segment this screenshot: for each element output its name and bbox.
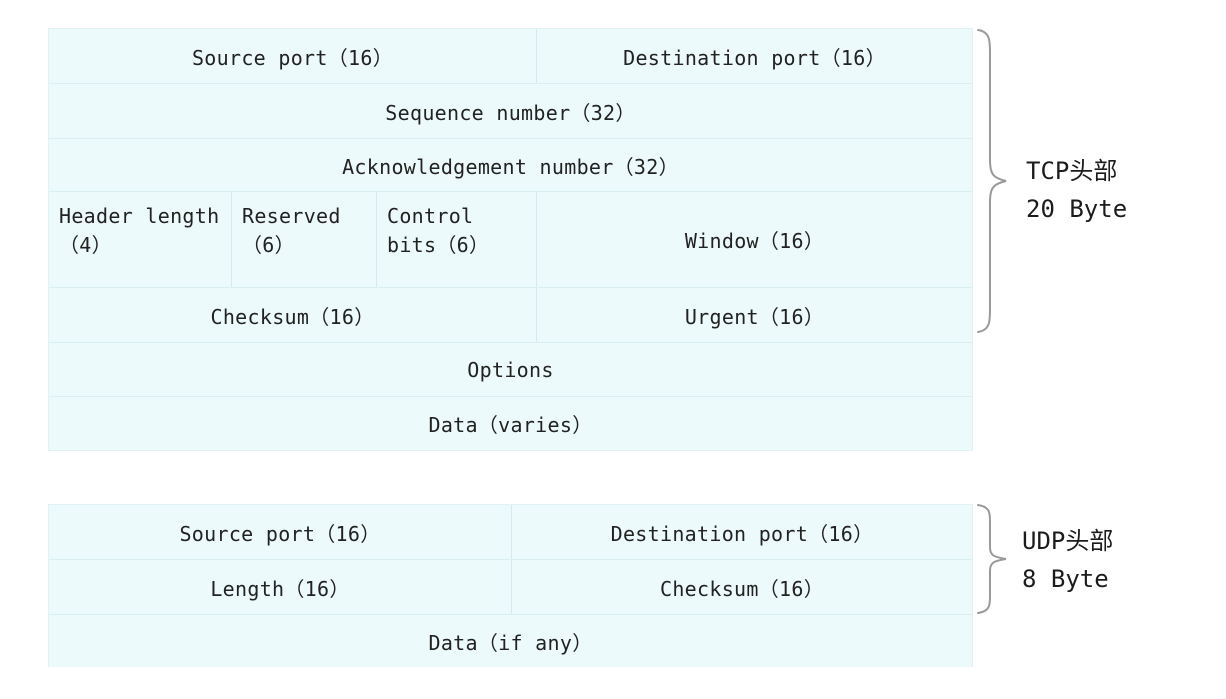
udp-length-checksum-row: Length（16） Checksum（16） <box>49 560 972 615</box>
udp-header-table: Source port（16） Destination port（16） Len… <box>48 504 973 667</box>
udp-label-line-2: 8 Byte <box>1022 565 1109 593</box>
udp-checksum-cell: Checksum（16） <box>512 560 972 614</box>
tcp-ports-row: Source port（16） Destination port（16） <box>49 29 972 84</box>
tcp-source-port-cell: Source port（16） <box>49 29 537 83</box>
tcp-header-label: TCP头部 20 Byte <box>1026 152 1127 228</box>
tcp-control-bits-cell: Control bits（6） <box>377 192 537 287</box>
tcp-options-cell: Options <box>49 343 972 396</box>
tcp-label-line-1: TCP头部 <box>1026 157 1118 185</box>
tcp-header-brace-icon <box>975 28 1009 334</box>
udp-source-port-cell: Source port（16） <box>49 505 512 559</box>
tcp-header-length-cell: Header length（4） <box>49 192 232 287</box>
tcp-data-row: Data（varies） <box>49 397 972 450</box>
tcp-reserved-cell: Reserved（6） <box>232 192 377 287</box>
tcp-label-line-2: 20 Byte <box>1026 195 1128 223</box>
udp-header-label: UDP头部 8 Byte <box>1022 522 1113 598</box>
udp-ports-row: Source port（16） Destination port（16） <box>49 505 972 560</box>
udp-length-cell: Length（16） <box>49 560 512 614</box>
tcp-flags-window-row: Header length（4） Reserved（6） Control bit… <box>49 192 972 288</box>
tcp-urgent-cell: Urgent（16） <box>537 288 972 342</box>
tcp-checksum-cell: Checksum（16） <box>49 288 537 342</box>
udp-data-cell: Data（if any） <box>49 615 972 667</box>
tcp-destination-port-cell: Destination port（16） <box>537 29 972 83</box>
tcp-sequence-number-row: Sequence number（32） <box>49 84 972 139</box>
tcp-options-row: Options <box>49 343 972 397</box>
tcp-data-cell: Data（varies） <box>49 397 972 450</box>
tcp-acknowledgement-number-row: Acknowledgement number（32） <box>49 139 972 192</box>
udp-label-line-1: UDP头部 <box>1022 527 1114 555</box>
udp-data-row: Data（if any） <box>49 615 972 667</box>
tcp-checksum-urgent-row: Checksum（16） Urgent（16） <box>49 288 972 343</box>
tcp-sequence-number-cell: Sequence number（32） <box>49 84 972 138</box>
tcp-acknowledgement-number-cell: Acknowledgement number（32） <box>49 139 972 191</box>
tcp-window-cell: Window（16） <box>537 192 972 287</box>
tcp-header-table: Source port（16） Destination port（16） Seq… <box>48 28 973 451</box>
udp-destination-port-cell: Destination port（16） <box>512 505 972 559</box>
udp-header-brace-icon <box>975 503 1009 615</box>
